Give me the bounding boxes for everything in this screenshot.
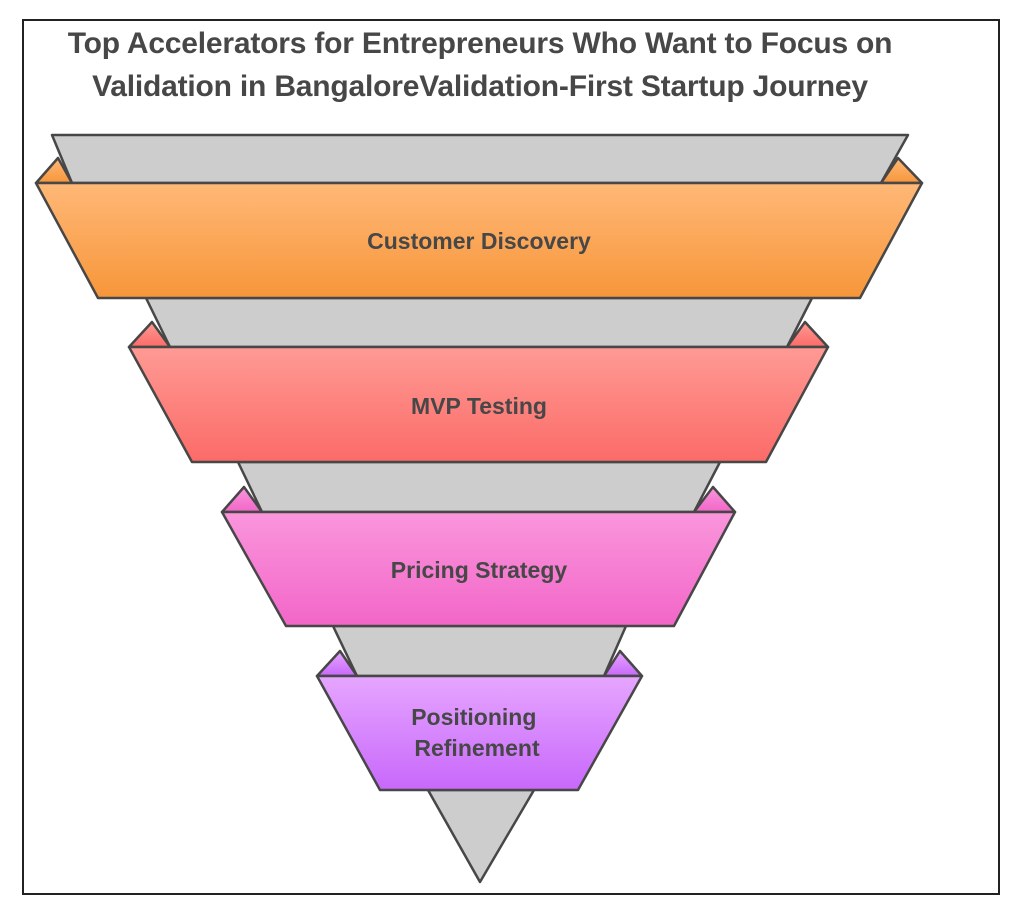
band-flaps xyxy=(34,156,924,678)
stage-band-customer-discovery xyxy=(34,181,924,300)
funnel-tip xyxy=(426,788,536,884)
stage-label-mvp-testing: MVP Testing xyxy=(411,393,547,419)
funnel-back xyxy=(50,133,910,884)
stage-band-mvp-testing xyxy=(127,345,830,464)
stage-label-positioning-refinement: Positioning Refinement xyxy=(411,704,543,761)
funnel-segment-1 xyxy=(50,133,910,185)
funnel-segment-3 xyxy=(236,460,722,514)
stage-label-pricing-strategy: Pricing Strategy xyxy=(391,557,568,583)
stage-band-positioning-refinement xyxy=(315,674,644,792)
stage-label-line-2: Refinement xyxy=(414,735,540,761)
diagram-frame xyxy=(22,19,1000,895)
funnel-segment-4 xyxy=(331,624,628,678)
stage-label-line-1: Positioning xyxy=(411,704,536,730)
funnel-segment-2 xyxy=(144,296,814,349)
diagram-title: Top Accelerators for Entrepreneurs Who W… xyxy=(67,27,893,103)
stage-label-customer-discovery: Customer Discovery xyxy=(367,228,591,254)
stage-band-pricing-strategy xyxy=(220,510,737,628)
